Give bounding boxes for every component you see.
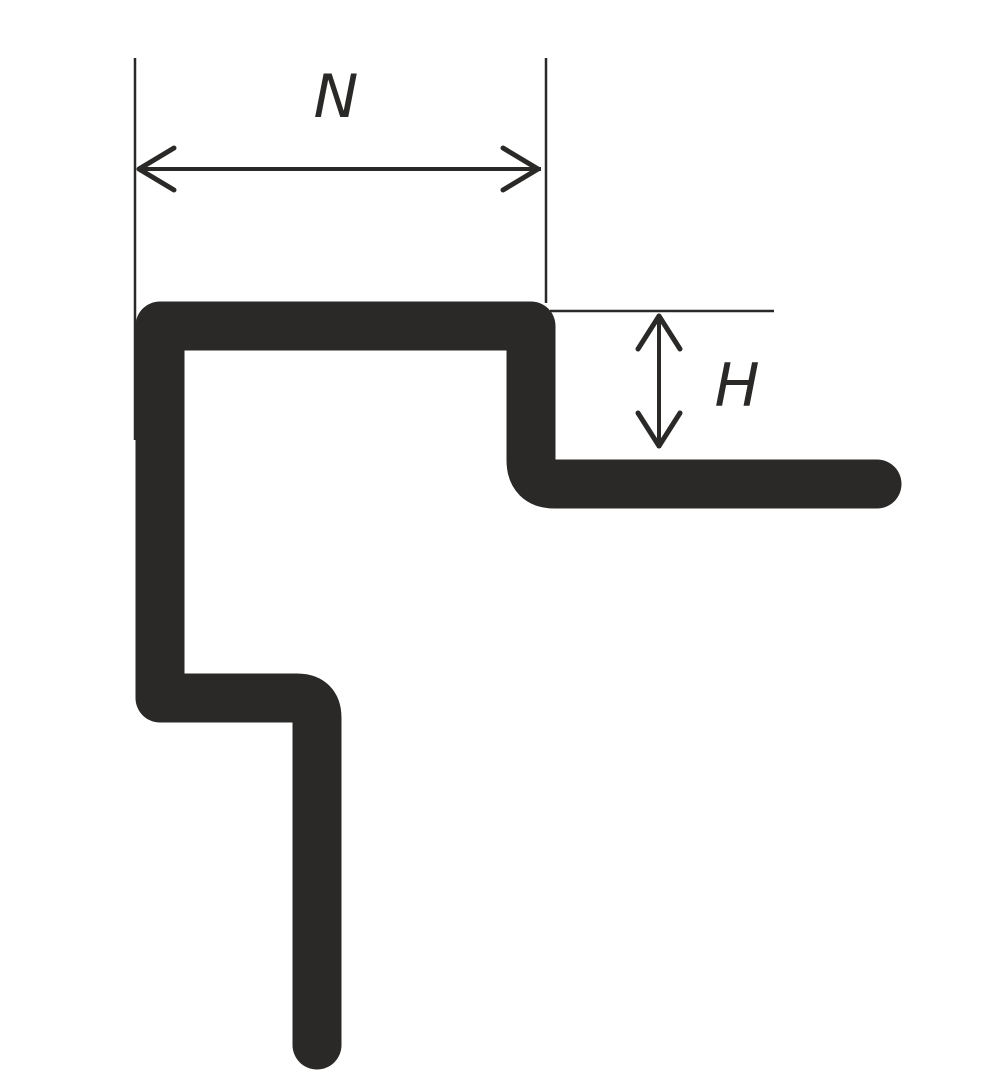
width-arrowhead-left [136,145,177,193]
width-extension-lines [133,58,548,440]
height-arrowhead-top [635,313,683,352]
width-dimension-arrow [136,145,541,193]
height-arrowhead-bottom [635,410,683,449]
profile-shape [135,301,902,1070]
width-arrowhead-right [500,145,541,193]
height-dimension-arrow [635,313,683,449]
width-dimension-label: N [314,62,359,132]
height-dimension-label: H [714,351,759,421]
